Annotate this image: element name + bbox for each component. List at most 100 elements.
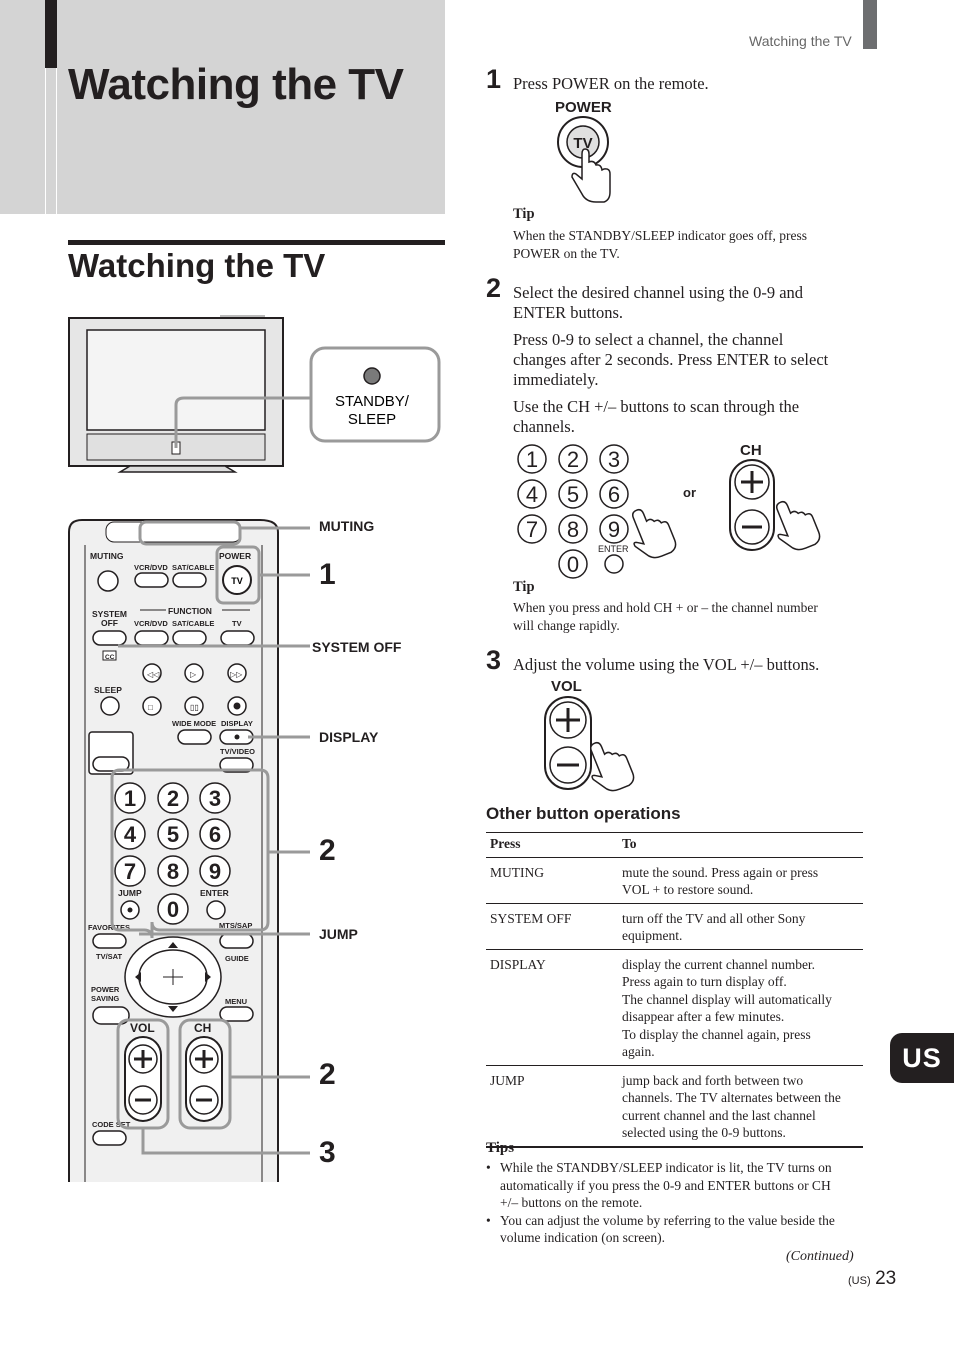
to-cell: jump back and forth between two channels… bbox=[618, 1065, 863, 1148]
step-2-text-c: Use the CH +/– buttons to scan through t… bbox=[513, 397, 800, 416]
section-rule bbox=[68, 240, 445, 245]
column-header-to: To bbox=[618, 832, 863, 858]
svg-text:2: 2 bbox=[167, 786, 179, 811]
press-cell: MUTING bbox=[486, 857, 618, 904]
header-rule bbox=[45, 68, 46, 214]
to-line: jump back and forth between two bbox=[622, 1072, 804, 1088]
tip-line: automatically if you press the 0-9 and E… bbox=[500, 1177, 831, 1193]
callout-jump: JUMP bbox=[319, 926, 358, 942]
svg-text:1: 1 bbox=[526, 447, 538, 472]
step-2-tip-line: When you press and hold CH + or – the ch… bbox=[513, 600, 818, 615]
svg-text:WIDE MODE: WIDE MODE bbox=[172, 719, 216, 728]
svg-text:5: 5 bbox=[567, 482, 579, 507]
svg-text:SAT/CABLE: SAT/CABLE bbox=[172, 563, 214, 572]
to-line: current channel and the last channel bbox=[622, 1107, 816, 1123]
svg-text:TV: TV bbox=[232, 619, 242, 628]
to-line: again. bbox=[622, 1044, 655, 1059]
step-1-number: 1 bbox=[486, 64, 502, 94]
power-button-hand-icon: TV bbox=[557, 116, 611, 203]
svg-text:ENTER: ENTER bbox=[200, 888, 229, 898]
standby-label-line2: SLEEP bbox=[348, 411, 396, 428]
svg-text:5: 5 bbox=[167, 822, 179, 847]
remote-vol-rocker bbox=[124, 1036, 162, 1122]
svg-text:CODE SET: CODE SET bbox=[92, 1120, 131, 1129]
remote-muting-button bbox=[97, 570, 119, 592]
step-2-text-b: changes after 2 seconds. Press ENTER to … bbox=[513, 350, 829, 369]
table-row: SYSTEM OFF turn off the TV and all other… bbox=[486, 903, 863, 950]
continued-note: (Continued) bbox=[786, 1249, 854, 1264]
to-line: display the current channel number. bbox=[622, 956, 816, 972]
to-cell: mute the sound. Press again or press VOL… bbox=[618, 857, 863, 904]
svg-text:7: 7 bbox=[124, 859, 136, 884]
svg-text:▷: ▷ bbox=[190, 670, 197, 679]
to-line: To display the channel again, press bbox=[622, 1026, 811, 1042]
table-row: DISPLAY display the current channel numb… bbox=[486, 949, 863, 1066]
svg-text:▷▷: ▷▷ bbox=[230, 670, 243, 679]
enter-button-icon bbox=[604, 554, 624, 574]
operations-table: Press To MUTING mute the sound. Press ag… bbox=[486, 832, 863, 1148]
callout-display: DISPLAY bbox=[319, 729, 379, 745]
svg-text:0: 0 bbox=[567, 552, 579, 577]
tip-line: volume indication (on screen). bbox=[500, 1230, 665, 1245]
callout-step-3: 3 bbox=[319, 1136, 336, 1169]
step-1-tip-line: When the STANDBY/SLEEP indicator goes of… bbox=[513, 228, 808, 243]
svg-text:◁◁: ◁◁ bbox=[147, 670, 160, 679]
step-2-text-a: Select the desired channel using the 0-9… bbox=[513, 283, 804, 302]
ch-rocker-icon bbox=[729, 459, 775, 551]
svg-text:FAVORITES: FAVORITES bbox=[88, 923, 130, 932]
callout-system-off: SYSTEM OFF bbox=[312, 639, 402, 655]
step-2-text-b: Press 0-9 to select a channel, the chann… bbox=[513, 330, 784, 349]
svg-text:CC: CC bbox=[105, 654, 115, 661]
table-row: MUTING mute the sound. Press again or pr… bbox=[486, 857, 863, 904]
page-prefix: (US) bbox=[848, 1275, 871, 1287]
standby-sleep-callout: STANDBY/ SLEEP bbox=[174, 346, 441, 448]
step-2-tip-heading: Tip bbox=[513, 579, 535, 595]
header-rule bbox=[56, 68, 57, 214]
svg-text:4: 4 bbox=[124, 822, 137, 847]
svg-text:FUNCTION: FUNCTION bbox=[168, 606, 212, 616]
tip-line: +/– buttons on the remote. bbox=[500, 1195, 643, 1210]
svg-text:GUIDE: GUIDE bbox=[225, 954, 249, 963]
svg-text:0: 0 bbox=[167, 897, 179, 922]
column-header-press: Press bbox=[486, 832, 618, 858]
section-title: Watching the TV bbox=[68, 247, 326, 284]
svg-text:MENU: MENU bbox=[225, 997, 247, 1006]
svg-text:or: or bbox=[683, 485, 696, 500]
svg-text:7: 7 bbox=[526, 517, 538, 542]
svg-text:▯▯: ▯▯ bbox=[190, 703, 199, 712]
tv-set-icon bbox=[68, 315, 284, 473]
svg-text:MTS/SAP: MTS/SAP bbox=[219, 921, 252, 930]
callout-step-1: 1 bbox=[319, 558, 336, 591]
svg-text:OFF: OFF bbox=[101, 618, 118, 628]
step-2-number: 2 bbox=[486, 273, 502, 303]
to-line: turn off the TV and all other Sony bbox=[622, 910, 806, 926]
step-1-tip-line: POWER on the TV. bbox=[513, 246, 620, 261]
step-2-text-b: immediately. bbox=[513, 370, 599, 389]
svg-text:VOL: VOL bbox=[130, 1021, 155, 1035]
svg-text:□: □ bbox=[148, 703, 153, 712]
hand-pointer-icon bbox=[775, 500, 821, 551]
power-label: POWER bbox=[555, 99, 612, 116]
hand-pointer-icon bbox=[631, 508, 677, 559]
svg-text:JUMP: JUMP bbox=[118, 888, 142, 898]
to-line: selected using the 0-9 buttons. bbox=[622, 1125, 786, 1140]
svg-text:TV/SAT: TV/SAT bbox=[96, 952, 123, 961]
to-line: disappear after a few minutes. bbox=[622, 1009, 785, 1024]
svg-text:6: 6 bbox=[608, 482, 620, 507]
standby-label-line1: STANDBY/ bbox=[335, 393, 410, 410]
page-number: (US) 23 bbox=[848, 1268, 896, 1290]
thumb-tab-bar bbox=[863, 0, 877, 49]
step-2-text-a: ENTER buttons. bbox=[513, 303, 623, 322]
step-1-text: Press POWER on the remote. bbox=[513, 74, 709, 93]
svg-text:TV: TV bbox=[573, 135, 592, 152]
to-line: channels. The TV alternates between the bbox=[622, 1090, 841, 1105]
step-2-tip-line: will change rapidly. bbox=[513, 618, 620, 633]
callout-leaders bbox=[110, 520, 310, 1155]
step-3-number: 3 bbox=[486, 645, 502, 675]
svg-text:8: 8 bbox=[167, 859, 179, 884]
tips-list: While the STANDBY/SLEEP indicator is lit… bbox=[486, 1159, 866, 1247]
svg-text:ENTER: ENTER bbox=[598, 544, 629, 554]
svg-text:MUTING: MUTING bbox=[90, 551, 124, 561]
chapter-title: Watching the TV bbox=[68, 60, 404, 109]
page-number-value: 23 bbox=[875, 1268, 897, 1289]
